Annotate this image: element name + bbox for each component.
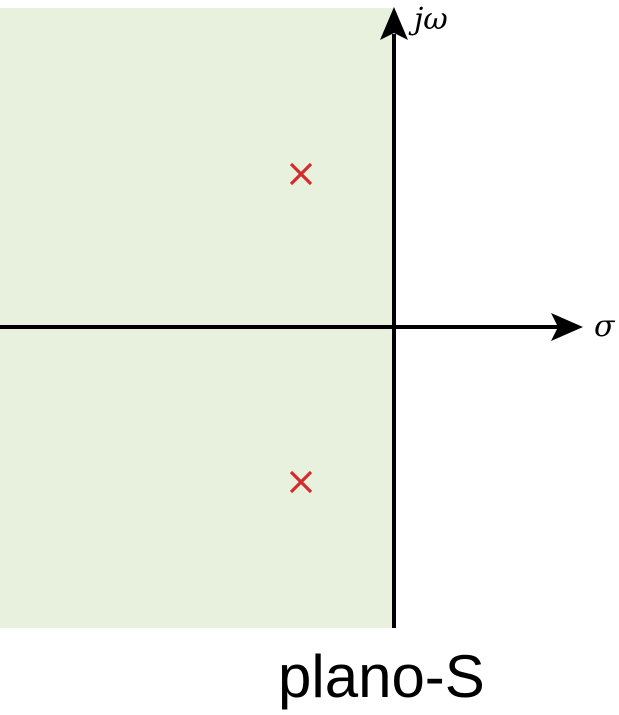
plane-label: plano-S [278, 643, 485, 710]
imaginary-axis-arrowhead [380, 7, 408, 40]
real-axis-label: σ [594, 309, 616, 344]
imaginary-axis-label: jω [408, 2, 448, 37]
pole-upper [289, 162, 313, 186]
pole-lower [289, 470, 313, 494]
stable-region [0, 8, 394, 628]
real-axis-arrowhead [551, 313, 583, 341]
imaginary-axis: jω [380, 2, 448, 628]
real-axis: σ [0, 309, 616, 344]
